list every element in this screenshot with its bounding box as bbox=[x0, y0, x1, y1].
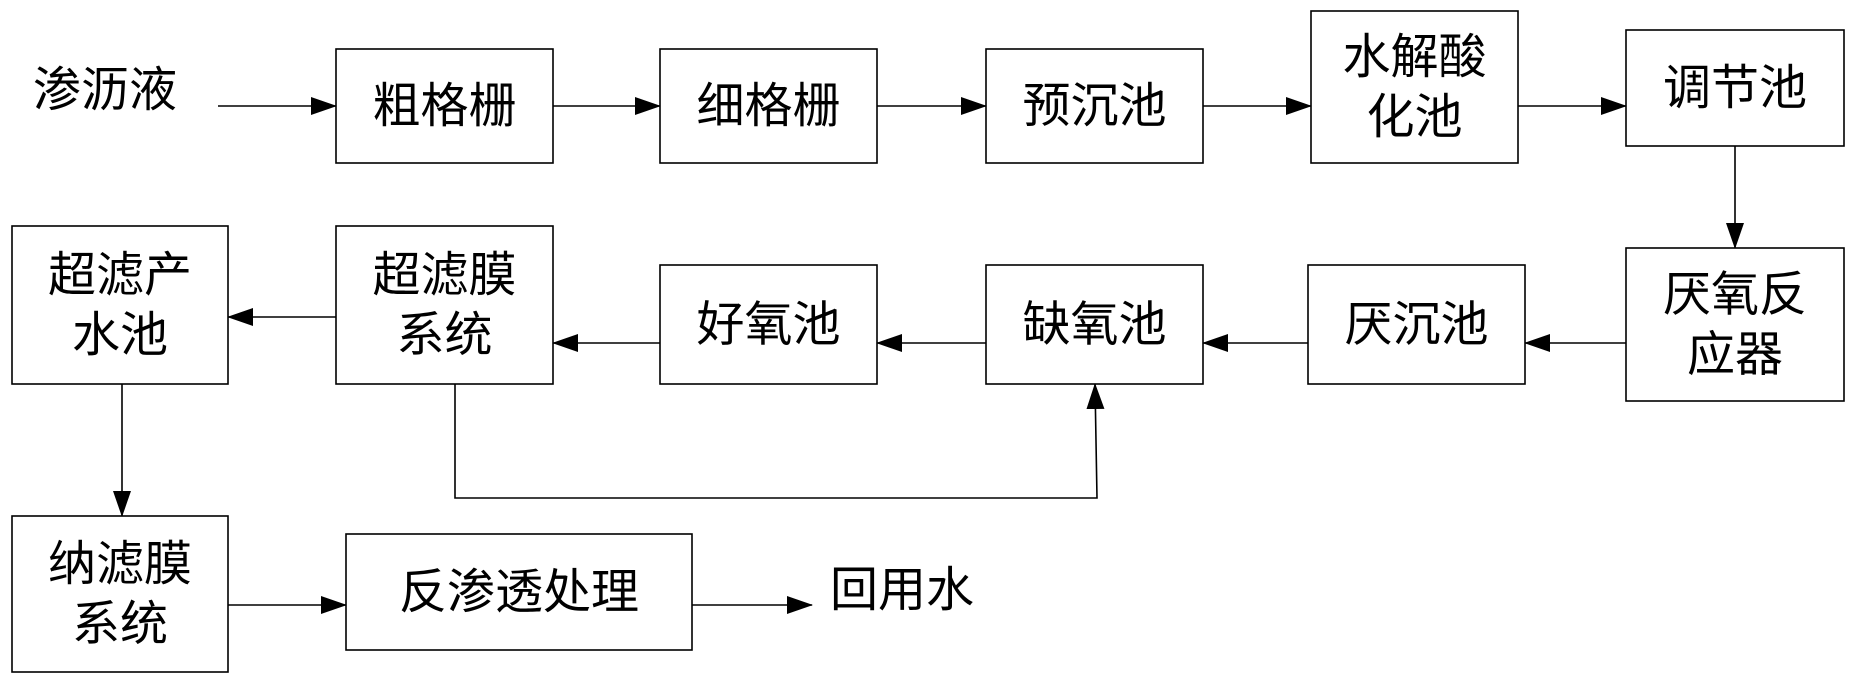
process-node-leachate: 渗沥液 bbox=[33, 62, 177, 118]
recycle-arrow-uf_system-to-anoxic bbox=[454, 383, 1105, 499]
node-label-aerobic-line-1: 好氧池 bbox=[696, 297, 840, 353]
process-node-coarse_screen: 粗格栅 bbox=[335, 48, 554, 164]
node-label-hydrolysis-line-2: 化池 bbox=[1366, 89, 1462, 145]
node-box-anaerobic_reactor bbox=[1625, 247, 1845, 402]
node-box-hydrolysis bbox=[1310, 10, 1519, 164]
process-node-ro_treatment: 反渗透处理 bbox=[345, 533, 693, 651]
node-box-coarse_screen bbox=[335, 48, 554, 164]
process-node-reuse_water: 回用水 bbox=[830, 562, 974, 618]
node-label-hydrolysis-line-1: 水解酸 bbox=[1342, 29, 1486, 85]
node-label-fine_screen-line-1: 细格栅 bbox=[696, 78, 840, 134]
node-label-anaerobic_settling-line-1: 厌沉池 bbox=[1344, 297, 1488, 353]
process-node-equalization: 调节池 bbox=[1625, 29, 1845, 147]
process-node-fine_screen: 细格栅 bbox=[659, 48, 878, 164]
node-box-anoxic bbox=[985, 264, 1204, 385]
node-box-pre_settling bbox=[985, 48, 1204, 164]
node-label-anoxic-line-1: 缺氧池 bbox=[1022, 297, 1166, 353]
node-label-equalization-line-1: 调节池 bbox=[1663, 60, 1807, 116]
process-node-pre_settling: 预沉池 bbox=[985, 48, 1204, 164]
node-box-anaerobic_settling bbox=[1307, 264, 1526, 385]
node-label-nf_system-line-2: 系统 bbox=[72, 596, 168, 652]
node-label-anaerobic_reactor-line-2: 应器 bbox=[1687, 327, 1783, 383]
node-box-ro_treatment bbox=[345, 533, 693, 651]
process-node-anoxic: 缺氧池 bbox=[985, 264, 1204, 385]
node-label-uf_product-line-1: 超滤产 bbox=[48, 247, 192, 303]
node-box-uf_product bbox=[11, 225, 229, 385]
node-label-leachate-line-1: 渗沥液 bbox=[33, 62, 177, 118]
node-label-coarse_screen-line-1: 粗格栅 bbox=[372, 78, 516, 134]
node-box-fine_screen bbox=[659, 48, 878, 164]
node-label-nf_system-line-1: 纳滤膜 bbox=[48, 536, 192, 592]
process-node-anaerobic_settling: 厌沉池 bbox=[1307, 264, 1526, 385]
node-box-equalization bbox=[1625, 29, 1845, 147]
node-label-anaerobic_reactor-line-1: 厌氧反 bbox=[1663, 267, 1807, 323]
node-box-uf_system bbox=[335, 225, 554, 385]
node-label-uf_product-line-2: 水池 bbox=[72, 307, 168, 363]
node-box-nf_system bbox=[11, 515, 229, 673]
node-label-pre_settling-line-1: 预沉池 bbox=[1022, 78, 1166, 134]
node-box-aerobic bbox=[659, 264, 878, 385]
node-label-ro_treatment-line-1: 反渗透处理 bbox=[399, 564, 639, 620]
node-label-uf_system-line-1: 超滤膜 bbox=[372, 247, 516, 303]
node-label-uf_system-line-2: 系统 bbox=[396, 307, 492, 363]
node-label-reuse_water-line-1: 回用水 bbox=[830, 562, 974, 618]
process-node-aerobic: 好氧池 bbox=[659, 264, 878, 385]
